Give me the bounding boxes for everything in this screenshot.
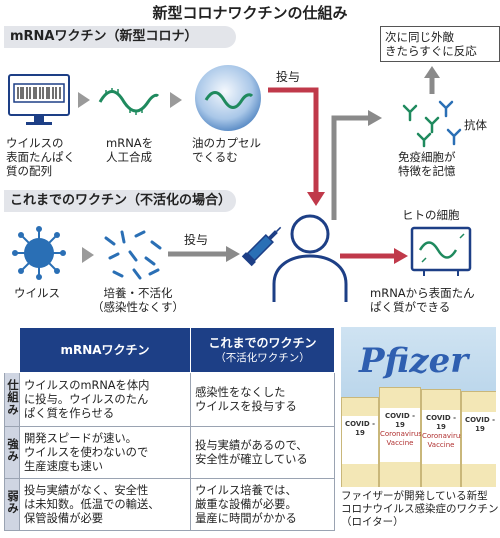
table-corner [4, 327, 20, 373]
step-capsule-label: 油のカプセル でくるむ [192, 136, 261, 164]
table-header-conventional-title: これまでのワクチン [208, 335, 317, 350]
virus-icon [12, 226, 66, 280]
comparison-table: mRNAワクチン これまでのワクチン （不活化ワクチン） 仕組み ウイルスのmR… [4, 327, 335, 531]
mrna-section-header: mRNAワクチン（新型コロナ） [4, 26, 236, 48]
monitor-sequence-icon [8, 74, 70, 125]
table-header-conventional: これまでのワクチン （不活化ワクチン） [190, 327, 335, 373]
virus-label: ウイルス [14, 286, 60, 300]
vial-sub: Coronavirus Vaccine [422, 432, 464, 449]
step-synthesis-label: mRNAを 人工合成 [106, 136, 154, 164]
table-cell: 開発スピードが速い。 ウイルスを使わないので 生産速度も速い [18, 426, 192, 479]
table-row: 仕組み ウイルスのmRNAを体内 に投与。ウイルスのたん ぱく質を作らせる 感染… [4, 372, 335, 427]
table-cell: ウイルス培養では、 厳重な設備が必要。 量産に時間がかかる [190, 478, 335, 531]
table-row: 強み 開発スピードが速い。 ウイルスを使わないので 生産速度も速い 投与実績があ… [4, 426, 335, 479]
vaccine-photo: Pfizer COVID - 19 COVID - 19 Coronavirus… [341, 327, 496, 487]
table-header-mrna: mRNAワクチン [18, 327, 192, 373]
page-title: 新型コロナワクチンの仕組み [152, 4, 348, 22]
dose-label-mrna: 投与 [276, 70, 301, 84]
step-arrow [170, 92, 182, 108]
person-icon [272, 214, 348, 302]
red-arrow-mrna [268, 87, 319, 196]
response-box: 次に同じ外敵 きたらすぐに反応 [380, 26, 500, 62]
step-arrow [78, 92, 90, 108]
gray-arrow-immune [331, 115, 372, 220]
inactivated-fragments-icon [104, 230, 162, 280]
photo-caption: ファイザーが開発している新型 コロナウイルス感染症のワクチン （ロイター） [341, 490, 499, 528]
culture-label: 培養・不活化 （感染性なくす） [92, 286, 184, 314]
cell-label: ヒトの細胞 [402, 208, 460, 222]
vial-label: COVID - 19 [344, 420, 376, 437]
vial: COVID - 19 [341, 397, 379, 487]
row-header: 強み [4, 426, 20, 479]
flow-arrows [78, 66, 440, 264]
step-sequence-label: ウイルスの 表面たんぱく 質の配列 [6, 136, 75, 178]
immune-cell-label: 免疫細胞が 特徴を記憶 [398, 150, 456, 178]
antibody-label: 抗体 [464, 118, 487, 132]
conventional-section-header: これまでのワクチン（不活化の場合） [4, 190, 236, 212]
table-cell: 投与実績があるので、 安全性が確立している [190, 426, 335, 479]
syringe-icon [241, 226, 282, 267]
row-header: 仕組み [4, 372, 20, 427]
step-arrow [82, 247, 94, 263]
table-cell: ウイルスのmRNAを体内 に投与。ウイルスのたん ぱく質を作らせる [18, 372, 192, 427]
pfizer-logo: Pfizer [359, 341, 469, 381]
vial: COVID - 19 [461, 391, 496, 487]
vial-sub: Coronavirus Vaccine [380, 430, 422, 447]
lipid-capsule-icon [195, 65, 261, 131]
table-row: 弱み 投与実績がなく、安全性 は未知数。低温での輸送、 保管設備が必要 ウイルス… [4, 478, 335, 531]
table-cell: 感染性をなくした ウイルスを投与する [190, 372, 335, 427]
vial: COVID - 19 Coronavirus Vaccine [421, 389, 464, 487]
vial-label: COVID - 19 [425, 414, 457, 431]
cell-result-label: mRNAから表面たん ぱく質ができる [370, 286, 475, 314]
table-header-conventional-sub: （不活化ワクチン） [215, 351, 310, 364]
table-cell: 投与実績がなく、安全性 は未知数。低温での輸送、 保管設備が必要 [18, 478, 192, 531]
vial-label: COVID - 19 [464, 416, 496, 433]
vial: COVID - 19 Coronavirus Vaccine [379, 387, 422, 487]
human-cell-icon [410, 226, 472, 276]
vial-label: COVID - 19 [384, 412, 416, 429]
mrna-strand-icon [98, 88, 160, 115]
dose-label-conventional: 投与 [184, 233, 209, 247]
row-header: 弱み [4, 478, 20, 531]
antibody-icon [402, 100, 462, 148]
